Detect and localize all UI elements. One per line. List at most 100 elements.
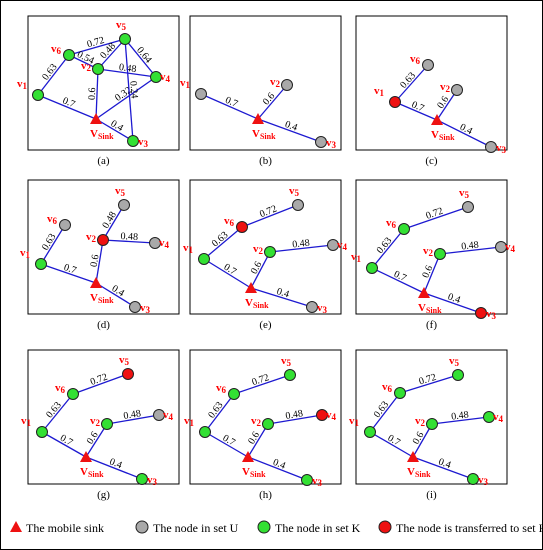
- legend: The mobile sink The node in set U The no…: [10, 520, 543, 535]
- edge-v6-v5: [399, 374, 459, 394]
- node-v1: [36, 426, 48, 438]
- node-v1: [32, 89, 44, 101]
- edge-sink-v3: [95, 118, 134, 142]
- node-label-v3: v3: [140, 302, 151, 315]
- panel-caption: (i): [426, 489, 437, 501]
- node-label-v5: v5: [289, 185, 300, 198]
- sink-icon: [431, 114, 443, 125]
- edge-weight-sink-v1: 0.7: [410, 99, 426, 114]
- node-v3: [127, 135, 139, 147]
- node-v3: [136, 473, 148, 485]
- edge-sink-v1: [369, 431, 414, 458]
- node-v5: [284, 369, 296, 381]
- edge-v2-v4: [97, 68, 157, 78]
- edge-sink-v2: [85, 423, 108, 458]
- edge-weight-sink-v1: 0.7: [223, 95, 239, 110]
- legend-sink-icon: [10, 521, 22, 532]
- sink-label: VSink: [90, 292, 114, 305]
- panel-caption: (e): [259, 319, 272, 331]
- node-label-v2: v2: [423, 245, 434, 258]
- node-v4: [149, 237, 161, 249]
- panel-caption: (b): [259, 155, 272, 167]
- edge-v2-v4: [431, 416, 490, 425]
- edge-sink-v3: [250, 287, 313, 308]
- edge-sink-v3: [85, 456, 143, 480]
- node-v5: [122, 368, 134, 380]
- node-v6: [236, 221, 248, 233]
- panel-a: 0.70.40.60.630.720.540.480.480.640.320.2…: [17, 15, 180, 167]
- node-v3: [129, 301, 141, 313]
- node-v2: [97, 234, 109, 246]
- edge-sink-v2: [250, 251, 271, 289]
- node-v4: [150, 71, 162, 83]
- edge-weight-v6-v5: 0.72: [424, 206, 444, 222]
- edge-sink-v3: [412, 456, 474, 480]
- edge-v1-v6: [37, 54, 70, 96]
- edge-weight-sink-v2: 0.6: [89, 254, 102, 268]
- node-label-v3: v3: [317, 302, 328, 315]
- node-v1: [35, 258, 47, 270]
- node-v6: [398, 223, 410, 235]
- edge-weight-sink-v1: 0.7: [392, 269, 408, 284]
- edge-sink-v2: [436, 89, 458, 121]
- node-v1: [366, 262, 378, 274]
- node-v5: [119, 33, 131, 45]
- node-label-v1: v1: [183, 242, 194, 255]
- node-label-v1: v1: [20, 247, 31, 260]
- sink-label: VSink: [245, 297, 269, 310]
- edge-v1-v6: [40, 224, 66, 265]
- panel-border: [355, 179, 508, 315]
- node-v6: [394, 387, 406, 399]
- node-v2: [281, 79, 293, 91]
- node-label-v4: v4: [493, 411, 504, 424]
- panel-caption: (g): [97, 489, 110, 501]
- edge-sink-v2: [95, 68, 99, 120]
- panel-caption: (f): [426, 319, 437, 331]
- edge-v5-v4: [124, 38, 157, 78]
- edge-weight-v2-v4: 0.48: [451, 410, 470, 423]
- node-label-v2: v2: [90, 415, 101, 428]
- edge-sink-v1: [394, 101, 438, 121]
- edge-v1-v6: [41, 393, 74, 433]
- panel-caption: (a): [97, 155, 110, 167]
- sink-label: VSink: [80, 466, 104, 479]
- node-label-v5: v5: [119, 354, 130, 367]
- node-v5: [462, 201, 474, 213]
- edge-v6-v5: [241, 204, 299, 228]
- legend-set-k-label: The node in set K: [275, 521, 361, 535]
- edge-v1-v6: [204, 393, 235, 433]
- edge-weight-sink-v1: 0.7: [62, 262, 77, 276]
- edge-v1-v6: [394, 64, 429, 103]
- edge-weight-v2-v4: 0.48: [285, 408, 304, 422]
- node-label-v2: v2: [270, 76, 281, 89]
- edge-sink-v1: [203, 258, 252, 289]
- node-label-v4: v4: [159, 237, 170, 250]
- node-v1: [364, 426, 376, 438]
- edge-weight-v5-v3: 0.24: [127, 80, 139, 98]
- legend-sink-label: The mobile sink: [26, 521, 104, 535]
- edge-weight-sink-v1: 0.7: [58, 433, 74, 449]
- edge-weight-sink-v3: 0.4: [109, 118, 125, 134]
- panel-border: [189, 15, 342, 151]
- sink-icon: [242, 451, 254, 462]
- edge-v1-v6: [203, 226, 243, 260]
- node-label-v5: v5: [449, 355, 460, 368]
- edge-weight-sink-v3: 0.4: [446, 291, 461, 306]
- node-label-v1: v1: [351, 251, 362, 264]
- edge-weight-sink-v3: 0.4: [271, 457, 287, 472]
- edge-v6-v5: [72, 373, 129, 395]
- edge-v5-v3: [124, 38, 134, 142]
- node-label-v1: v1: [349, 415, 360, 428]
- node-v1: [195, 88, 207, 100]
- edge-v6-v5: [403, 206, 469, 230]
- edge-weight-v6-v5: 0.72: [86, 35, 106, 50]
- node-label-v4: v4: [326, 409, 337, 422]
- edge-weight-sink-v2: 0.6: [420, 264, 435, 280]
- edge-sink-v2: [247, 423, 269, 458]
- edge-v2-v4: [269, 244, 334, 253]
- node-label-v4: v4: [163, 409, 174, 422]
